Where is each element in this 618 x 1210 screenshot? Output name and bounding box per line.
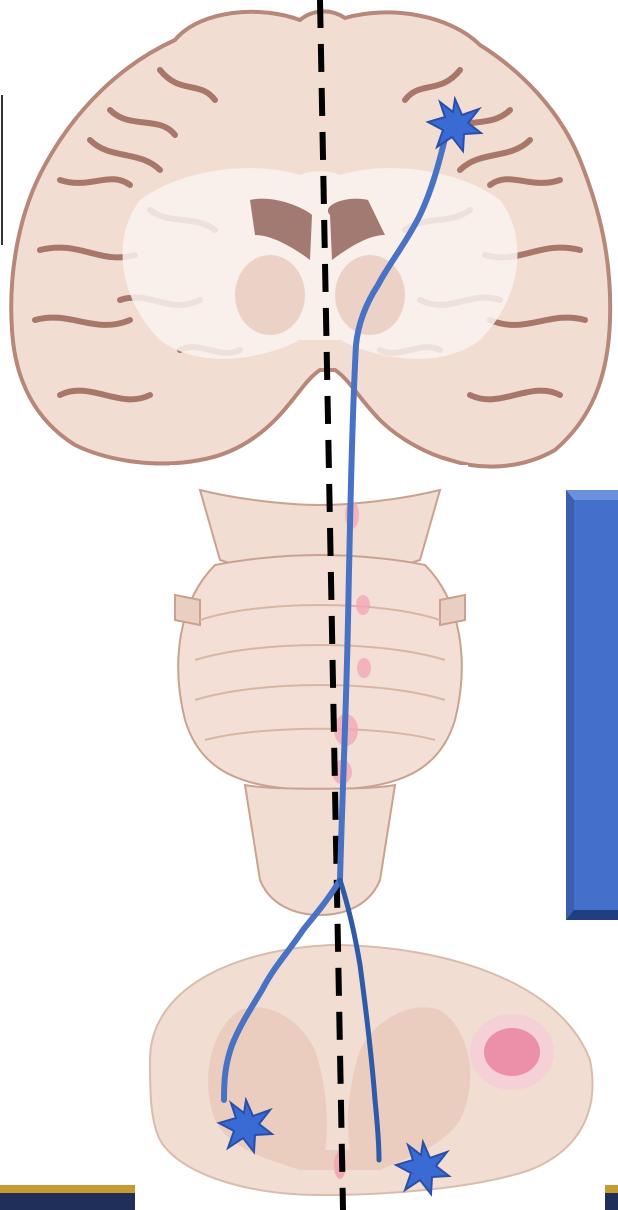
white-matter xyxy=(123,168,518,359)
nucleus-3 xyxy=(357,658,371,678)
thalamus-left xyxy=(235,255,305,335)
brainstem xyxy=(170,465,468,920)
pons xyxy=(178,555,462,790)
peduncle-left xyxy=(175,595,200,625)
nucleus-2 xyxy=(356,595,370,615)
cord-lesion-inner xyxy=(484,1028,540,1076)
peduncle-right xyxy=(440,595,465,625)
side-panel-title xyxy=(566,490,618,920)
